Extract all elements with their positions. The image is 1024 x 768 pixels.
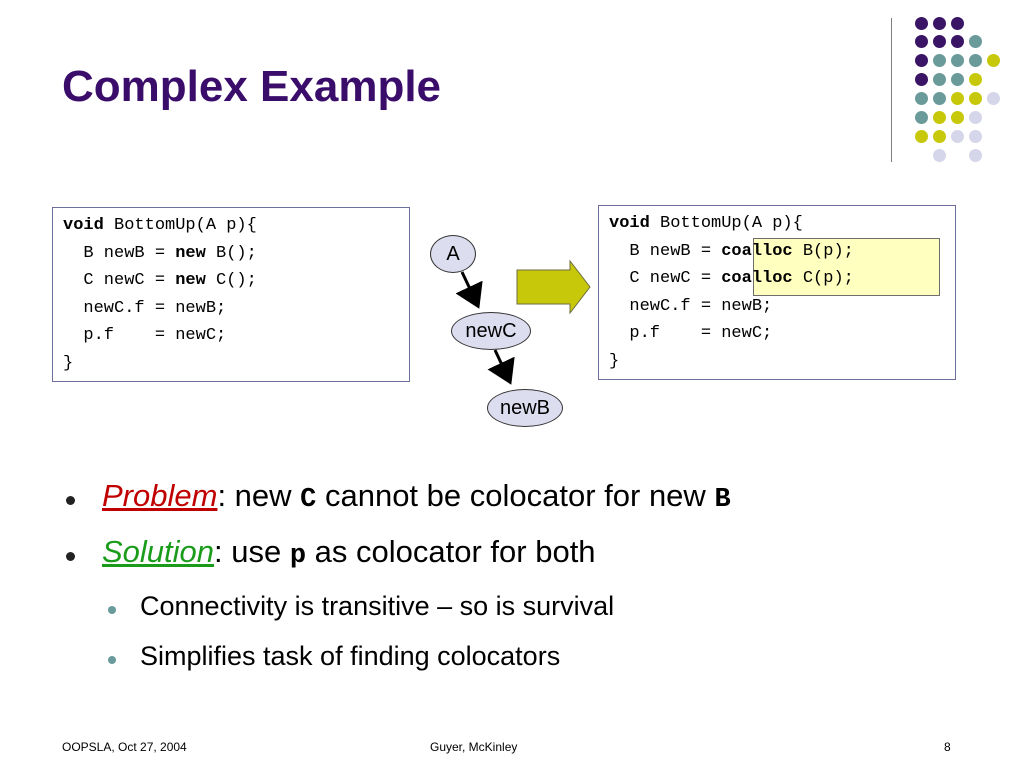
dot [951, 54, 964, 67]
edge-a-to-newc [455, 271, 483, 309]
bullet-solution: Solution: use p as colocator for both [102, 534, 596, 571]
dot [915, 92, 928, 105]
code-text: C newC = [609, 269, 722, 288]
dot [933, 73, 946, 86]
code-text: } [609, 351, 620, 371]
sub-bullet-connectivity: Connectivity is transitive – so is survi… [140, 591, 615, 621]
page-number: 8 [944, 740, 951, 754]
code-term: B [714, 485, 731, 515]
sub-bullet-dot [108, 606, 116, 614]
dot [915, 73, 928, 86]
keyword: coalloc [721, 241, 793, 261]
dot [915, 111, 928, 124]
dot [951, 111, 964, 124]
dot [951, 17, 964, 30]
code-text: BottomUp(A p){ [649, 214, 803, 233]
dot [915, 17, 928, 30]
bullet-problem: Problem: new C cannot be colocator for n… [102, 478, 731, 515]
code-text: B newB = [63, 243, 176, 263]
dot [951, 73, 964, 86]
node-a: A [430, 235, 476, 273]
dot [915, 130, 928, 143]
dot [933, 92, 946, 105]
solution-label: Solution [102, 534, 215, 569]
coalloc-highlight-box [753, 238, 940, 296]
code-text: p.f = newC; [63, 326, 227, 345]
dot [969, 111, 982, 124]
dot [915, 35, 928, 48]
code-text: B(p); [792, 241, 854, 261]
right-code-text: void BottomUp(A p){ B newB = coalloc B(p… [598, 205, 956, 380]
dot [933, 130, 946, 143]
code-text: C newC = [63, 271, 176, 290]
code-text: B(); [205, 243, 257, 263]
dot [933, 111, 946, 124]
dot [933, 17, 946, 30]
dot [969, 149, 982, 162]
bullet-dot [66, 552, 75, 561]
dot [969, 35, 982, 48]
dot [951, 35, 964, 48]
bullet-text: as colocator for both [306, 534, 596, 569]
problem-label: Problem [102, 478, 218, 513]
dot [969, 73, 982, 86]
footer-authors: Guyer, McKinley [430, 740, 518, 754]
dot [969, 92, 982, 105]
code-text: B newB = [609, 241, 722, 261]
keyword: coalloc [721, 269, 793, 288]
dot [969, 54, 982, 67]
code-text: BottomUp(A p){ [103, 216, 257, 235]
title-divider-line [891, 18, 892, 162]
code-term: C [300, 485, 317, 515]
code-text: } [63, 353, 74, 373]
dot [951, 130, 964, 143]
keyword: void [609, 214, 650, 233]
dot [987, 54, 1000, 67]
sub-bullet-dot [108, 656, 116, 664]
edge-newc-to-newb [487, 349, 515, 385]
code-term: p [289, 541, 307, 571]
left-code-block: void BottomUp(A p){ B newB = new B(); C … [52, 207, 410, 382]
node-newb: newB [487, 389, 563, 427]
node-newc: newC [451, 312, 531, 350]
sub-bullet-simplifies: Simplifies task of finding colocators [140, 641, 561, 671]
dot [933, 35, 946, 48]
dot [933, 149, 946, 162]
bullet-text: : use [214, 534, 290, 569]
keyword: new [175, 243, 206, 263]
footer-conference: OOPSLA, Oct 27, 2004 [62, 740, 187, 754]
dot [933, 54, 946, 67]
dot [987, 92, 1000, 105]
keyword: void [63, 216, 104, 235]
bullet-text: cannot be colocator for new [316, 478, 715, 513]
keyword: new [175, 271, 206, 290]
dot [969, 130, 982, 143]
dot [951, 92, 964, 105]
bullet-dot [66, 496, 75, 505]
code-text: newC.f = newB; [609, 296, 773, 316]
code-text: C(); [205, 271, 257, 290]
slide-title: Complex Example [62, 62, 442, 111]
transform-arrow-icon [516, 259, 591, 315]
code-text: p.f = newC; [609, 324, 773, 343]
code-text: newC.f = newB; [63, 298, 227, 318]
dot [915, 54, 928, 67]
code-text: C(p); [792, 269, 854, 288]
bullet-text: : new [217, 478, 301, 513]
